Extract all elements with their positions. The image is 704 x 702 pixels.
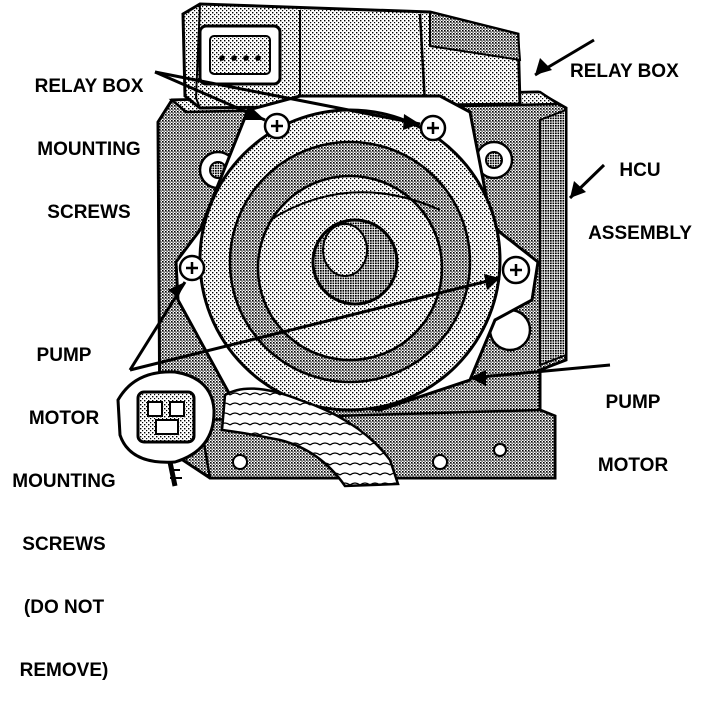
pump-motor-housing — [198, 108, 502, 412]
pump-motor-screw-right — [501, 255, 531, 285]
pump-hose — [220, 387, 400, 488]
pump-connector — [116, 370, 216, 487]
label-pump-motor: PUMP MOTOR — [597, 392, 669, 476]
relay-box-screw-left — [263, 112, 291, 140]
label-relay-box-mounting-screws: RELAY BOX MOUNTING SCREWS — [34, 76, 144, 223]
relay-box — [181, 2, 522, 110]
relay-box-screw-right — [419, 114, 447, 142]
diagram-stage: RELAY BOX MOUNTING SCREWS RELAY BOX HCU … — [12, 2, 692, 681]
hcu-illustration — [116, 2, 611, 488]
label-hcu-assembly: HCU ASSEMBLY — [588, 160, 692, 244]
arrow-heads — [168, 58, 586, 386]
label-pump-motor-mounting-screws: PUMP MOTOR MOUNTING SCREWS (DO NOT REMOV… — [12, 345, 116, 681]
leader-lines — [128, 38, 611, 380]
pump-motor-screw-left — [178, 254, 206, 282]
label-relay-box: RELAY BOX — [570, 61, 679, 82]
